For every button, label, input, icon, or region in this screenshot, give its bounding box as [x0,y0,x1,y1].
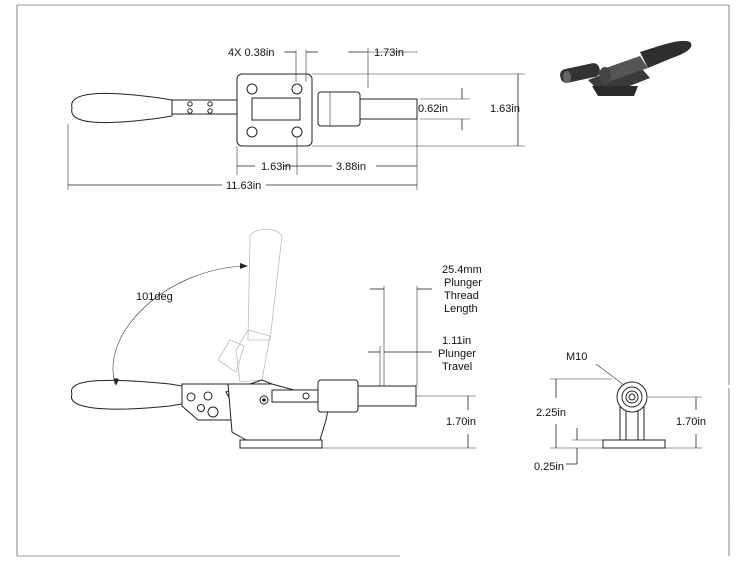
top-plunger-body [317,91,361,127]
top-handle [71,92,173,124]
top-view: 4X 0.38in 1.73in 0.62in 1.63in 1.63in 3.… [67,47,525,192]
side-view: 101deg 25.4mm Plunger Thread Length 1.11… [71,228,485,449]
iso-view [560,40,692,96]
base-width-dim-label: 1.63in [490,103,520,115]
angle-dim-label: 101deg [136,291,173,303]
angle-arc [112,265,247,385]
base-thickness-dim-label: 0.25in [534,461,564,473]
side-plunger-body [317,379,359,413]
end-view: M10 2.25in 0.25in 1.70in [534,351,706,473]
plunger-offset-dim-label: 1.73in [374,47,404,59]
mount-hole-icon [246,83,258,95]
ghost-handle [247,228,283,341]
side-handle [71,379,183,410]
mount-hole-icon [246,126,258,138]
drawing-border [16,4,729,557]
overall-length-dim-label: 11.63in [226,180,261,192]
overall-height-dim-label: 2.25in [536,407,566,419]
side-link-plate [181,383,233,421]
side-height-dim-label: 1.70in [446,416,476,428]
side-base [239,439,323,449]
body-to-tip-dim-label: 3.88in [336,161,366,173]
top-arm [171,99,241,115]
side-plunger-rod [357,385,417,407]
plunger-dia-dim-label: 0.62in [418,103,448,115]
iso-handle [640,40,692,68]
mount-hole-icon [291,126,303,138]
thread-size-label: M10 [566,351,587,363]
travel-dim-label: 1.11in Plunger Travel [438,335,479,373]
base-length-dim-label: 1.63in [261,161,291,173]
thread-dim-label: 25.4mm Plunger Thread Length [442,264,485,315]
end-plunger-height-dim-label: 1.70in [676,416,706,428]
top-plunger-rod [359,98,418,120]
holes-dim-label: 4X 0.38in [228,47,274,59]
end-base [602,439,666,449]
mount-hole-icon [291,83,303,95]
